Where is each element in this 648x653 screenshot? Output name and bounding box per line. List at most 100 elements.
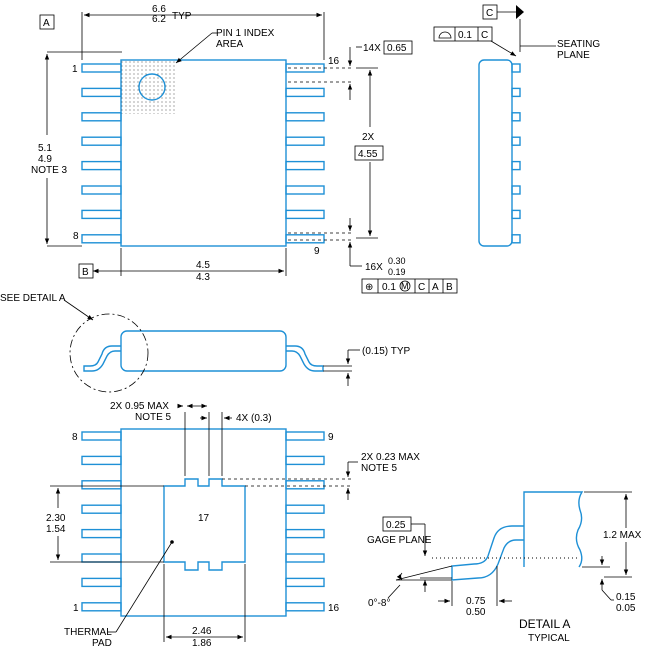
side-lead	[511, 63, 521, 73]
width-note: TYP	[172, 11, 192, 22]
bottom-leads-right	[285, 431, 325, 612]
side-body	[478, 59, 513, 247]
bottom-lead	[81, 455, 122, 466]
fcf-modifier: M	[401, 281, 409, 291]
datum-c-label: C	[486, 8, 493, 19]
thermal-pad	[163, 478, 246, 571]
pin-1-label: 1	[72, 64, 78, 75]
bottom-view: 17 8 9 1 16 2X 0.95 MAX NOTE 5 4X (0.3) …	[46, 401, 420, 649]
pad-number: 17	[198, 513, 210, 524]
top-lead	[81, 112, 122, 122]
body-min: 4.3	[196, 272, 210, 283]
pad-height-max: 2.30	[46, 513, 66, 524]
pin1-index-text: PIN 1 INDEX	[216, 28, 275, 39]
fcf-ref-c: C	[418, 282, 425, 293]
bottom-lead	[285, 528, 325, 539]
seating-plane-2: PLANE	[557, 50, 590, 61]
length-min: 4.9	[38, 154, 52, 165]
side-lead	[511, 87, 521, 98]
pin-8-label: 8	[73, 231, 79, 242]
detail-a: 1.2 MAX 0.25 GAGE PLANE 0°-8° 0.75 0.50 …	[367, 491, 642, 644]
lead-count: 16X	[365, 262, 383, 273]
profile-view: SEE DETAIL A (0.15) TYP	[0, 293, 410, 393]
width-max: 6.6	[152, 4, 166, 15]
top-lead	[81, 63, 122, 73]
top-lead	[285, 112, 325, 122]
flatness-frame: 0.1 C	[433, 26, 493, 42]
bottom-lead	[285, 602, 325, 612]
side-view: C 0.1 C SEATING PLANE	[433, 4, 600, 247]
bottom-lead	[285, 504, 325, 514]
top-lead	[81, 160, 122, 171]
fcf-tolerance: 0.1	[382, 282, 396, 293]
pin-9-label: 9	[314, 246, 320, 257]
bottom-lead	[81, 528, 122, 539]
length-note: NOTE 3	[31, 165, 68, 176]
top-lead	[285, 87, 325, 98]
pin1-area-text: AREA	[216, 39, 244, 50]
side-lead	[511, 112, 521, 122]
max-023: 2X 0.23 MAX	[361, 452, 420, 463]
fcf-symbol: ⊕	[365, 282, 373, 293]
bottom-lead	[285, 577, 325, 588]
fcf-ref-b: B	[446, 282, 453, 293]
top-lead	[285, 209, 325, 220]
bottom-lead	[285, 553, 325, 563]
small-03: 4X (0.3)	[236, 413, 272, 424]
gage-plane-label: GAGE PLANE	[367, 535, 432, 546]
bottom-body	[120, 428, 287, 617]
bottom-lead	[81, 577, 122, 588]
datum-b-label: B	[82, 267, 89, 278]
top-lead	[81, 209, 122, 220]
bottom-pin-1: 1	[73, 603, 79, 614]
angle-label: 0°-8°	[368, 598, 390, 609]
bottom-lead	[81, 602, 122, 612]
standoff-max: 0.15	[616, 592, 636, 603]
bottom-pin-9: 9	[328, 432, 334, 443]
gage-value: 0.25	[386, 520, 406, 531]
top-lead	[285, 136, 325, 146]
note5-b: NOTE 5	[361, 463, 398, 474]
flatness-tol: 0.1	[458, 30, 472, 41]
profile-lead-right	[286, 345, 324, 372]
top-leads-right	[285, 63, 325, 244]
span-value: 4.55	[358, 149, 378, 160]
profile-lead-left	[83, 345, 121, 372]
top-lead	[285, 160, 325, 171]
pad-height-min: 1.54	[46, 524, 66, 535]
top-lead	[81, 87, 122, 98]
detail-body	[523, 491, 584, 568]
bottom-pin-16: 16	[328, 603, 340, 614]
datum-a-label: A	[43, 18, 50, 29]
bottom-lead	[285, 480, 325, 490]
flatness-ref: C	[481, 30, 488, 41]
top-body	[120, 59, 287, 247]
pin1-index-area	[121, 60, 176, 114]
bottom-lead	[81, 504, 122, 514]
standoff-min: 0.05	[616, 603, 636, 614]
note5-a: NOTE 5	[135, 412, 172, 423]
bottom-leads-left	[81, 431, 122, 612]
span-count: 2X	[362, 132, 375, 143]
lead-max: 0.30	[388, 256, 406, 266]
length-max: 5.1	[38, 143, 52, 154]
thermal-pad-label-2: PAD	[92, 638, 112, 649]
bottom-lead	[81, 553, 122, 563]
datum-a-box	[39, 14, 55, 30]
side-leads	[511, 63, 521, 244]
top-view: A 6.6 6.2 TYP PIN 1 INDEX AREA 14X 0.65 …	[31, 4, 458, 294]
top-leads-left	[81, 63, 122, 244]
pin1-dimple	[138, 73, 166, 101]
detail-lead	[451, 525, 524, 581]
pin-16-label: 16	[328, 56, 340, 67]
lead-min: 0.19	[388, 267, 406, 277]
top-lead	[81, 234, 122, 244]
pitch-value: 0.65	[387, 43, 407, 54]
side-lead	[511, 160, 521, 171]
detail-a-subtitle: TYPICAL	[528, 633, 570, 644]
top-lead	[81, 185, 122, 195]
detail-a-title: DETAIL A	[519, 617, 570, 631]
side-lead	[511, 185, 521, 195]
body-max: 4.5	[196, 260, 210, 271]
